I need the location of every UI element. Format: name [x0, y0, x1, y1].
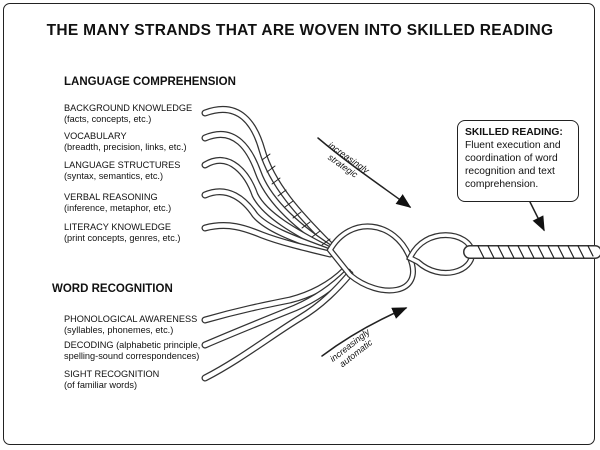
language-comprehension-heading: LANGUAGE COMPREHENSION [64, 76, 236, 88]
strand-vocabulary: VOCABULARY (breadth, precision, links, e… [64, 131, 187, 152]
diagram-frame [3, 3, 595, 445]
skilled-reading-callout: SKILLED READING: Fluent execution and co… [457, 120, 579, 202]
word-recognition-heading: WORD RECOGNITION [52, 283, 173, 295]
strand-decoding: DECODING (alphabetic principle, spelling… [64, 340, 201, 361]
strategic-arrow [317, 137, 412, 208]
strand-language-structures: LANGUAGE STRUCTURES (syntax, semantics, … [64, 160, 181, 181]
strand-background-knowledge: BACKGROUND KNOWLEDGE (facts, concepts, e… [64, 103, 193, 124]
strand-phonological-awareness: PHONOLOGICAL AWARENESS (syllables, phone… [64, 314, 198, 335]
strand-verbal-reasoning: VERBAL REASONING (inference, metaphor, e… [64, 192, 172, 213]
automatic-arrow [321, 307, 408, 357]
diagram-title: THE MANY STRANDS THAT ARE WOVEN INTO SKI… [46, 22, 554, 39]
strand-sight-recognition: SIGHT RECOGNITION (of familiar words) [64, 369, 160, 390]
strand-literacy-knowledge: LITERACY KNOWLEDGE (print concepts, genr… [64, 222, 181, 243]
callout-pointer-arrow [529, 201, 545, 232]
